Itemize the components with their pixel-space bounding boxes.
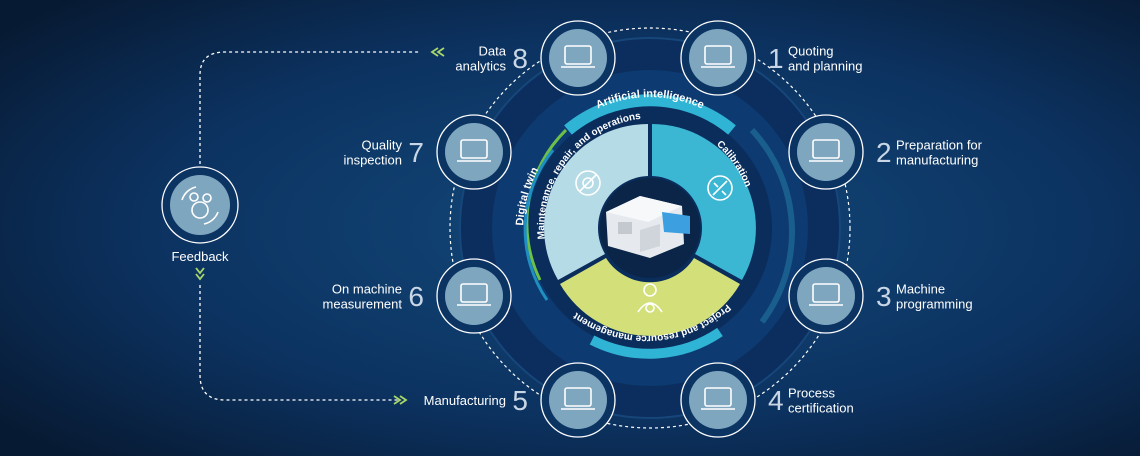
step-label: manufacturing (896, 153, 978, 168)
step-number: 5 (512, 385, 528, 416)
feedback-node[interactable]: Feedback (161, 166, 239, 264)
gears-cycle-icon (181, 186, 219, 225)
step-label: Preparation for (896, 138, 983, 153)
step-label: Manufacturing (424, 393, 506, 408)
step-number: 7 (408, 137, 424, 168)
calibration-gear-icon (707, 175, 733, 201)
checklist-icon (701, 45, 735, 68)
person-gear-icon (637, 283, 663, 313)
flow-chevrons (195, 47, 445, 405)
machine-tool-image (606, 196, 690, 258)
certification-check-icon (701, 387, 735, 410)
digital-twin-accent (523, 149, 555, 301)
wrench-gear-icon (575, 170, 601, 196)
step-node-5[interactable]: 5 Manufacturing (424, 362, 616, 438)
laptop-triangle-icon (457, 139, 491, 162)
feedback-label: Feedback (171, 249, 229, 264)
step-label: certification (788, 401, 854, 416)
step-label: Quoting (788, 44, 834, 59)
step-label: analytics (455, 59, 506, 74)
step-label: inspection (343, 153, 402, 168)
step-label: Process (788, 386, 835, 401)
step-label: and planning (788, 59, 862, 74)
ai-arc (564, 94, 736, 135)
segment-calibration[interactable] (652, 124, 756, 280)
segment-project-management[interactable] (560, 258, 740, 336)
feedback-loop-path (199, 51, 420, 401)
cycle-path (449, 27, 851, 429)
step-label: Data (479, 44, 507, 59)
step-number: 6 (408, 281, 424, 312)
step-number: 1 (768, 43, 784, 74)
calibration-arc (749, 127, 795, 324)
step-label: Quality (362, 138, 403, 153)
step-number: 4 (768, 385, 784, 416)
step-number: 3 (876, 281, 892, 312)
spindle-icon (561, 387, 595, 410)
step-label: measurement (323, 297, 403, 312)
step-number: 2 (876, 137, 892, 168)
project-arc (589, 327, 723, 359)
probe-gear-icon (457, 283, 491, 306)
analytics-icon (561, 45, 595, 68)
laptop-flow-icon (809, 283, 843, 306)
step-number: 8 (512, 43, 528, 74)
segment-maintenance[interactable] (544, 124, 648, 280)
step-label: On machine (332, 282, 402, 297)
step-label: programming (896, 297, 973, 312)
laptop-drawing-icon (809, 139, 843, 162)
step-label: Machine (896, 282, 945, 297)
